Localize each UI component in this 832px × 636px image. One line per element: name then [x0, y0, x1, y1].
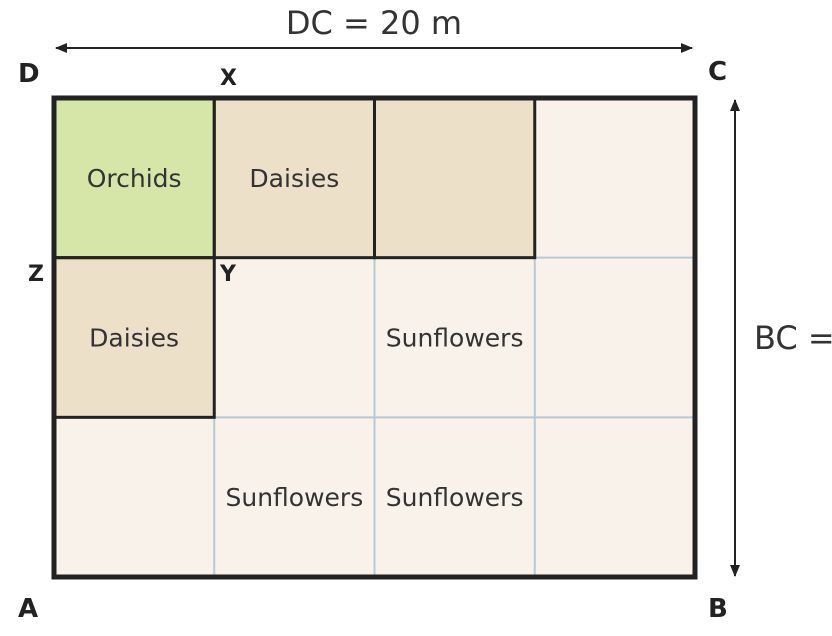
cell-label-daisies: Daisies	[89, 324, 179, 353]
cell-label-sunflowers: Sunflowers	[386, 483, 524, 512]
cell-label-orchids: Orchids	[87, 164, 182, 193]
point-label-z: Z	[28, 262, 44, 287]
cell-orchids-r0-c0	[54, 98, 215, 258]
cell-label-sunflowers: Sunflowers	[226, 483, 364, 512]
cell-daisies-r0-c2	[374, 98, 535, 258]
point-label-x: X	[220, 66, 237, 91]
cell-label-sunflowers: Sunflowers	[386, 324, 524, 353]
cell-empty-r2-c1	[214, 417, 375, 577]
point-label-y: Y	[219, 262, 237, 287]
cell-empty-r1-c2	[374, 257, 535, 418]
cell-empty-r2-c2	[374, 417, 535, 577]
cell-label-daisies: Daisies	[249, 164, 339, 193]
cell-empty-r2-c3	[534, 417, 695, 577]
cell-empty-r2-c0	[54, 417, 215, 577]
corner-label-d: D	[18, 59, 40, 89]
corner-label-a: A	[18, 594, 38, 624]
garden-cells	[54, 98, 695, 577]
cell-daisies-r0-c1	[214, 98, 375, 258]
garden-outer-border	[51, 95, 698, 580]
cell-empty-r1-c3	[534, 257, 695, 418]
corner-label-b: B	[708, 594, 728, 624]
bc-dimension-label: BC =	[754, 319, 832, 357]
cell-empty-r0-c3	[534, 98, 695, 258]
cell-daisies-r1-c0	[54, 257, 215, 418]
dc-dimension-label: DC = 20 m	[286, 4, 462, 42]
cell-empty-r1-c1	[214, 257, 375, 418]
corner-label-c: C	[708, 57, 727, 87]
